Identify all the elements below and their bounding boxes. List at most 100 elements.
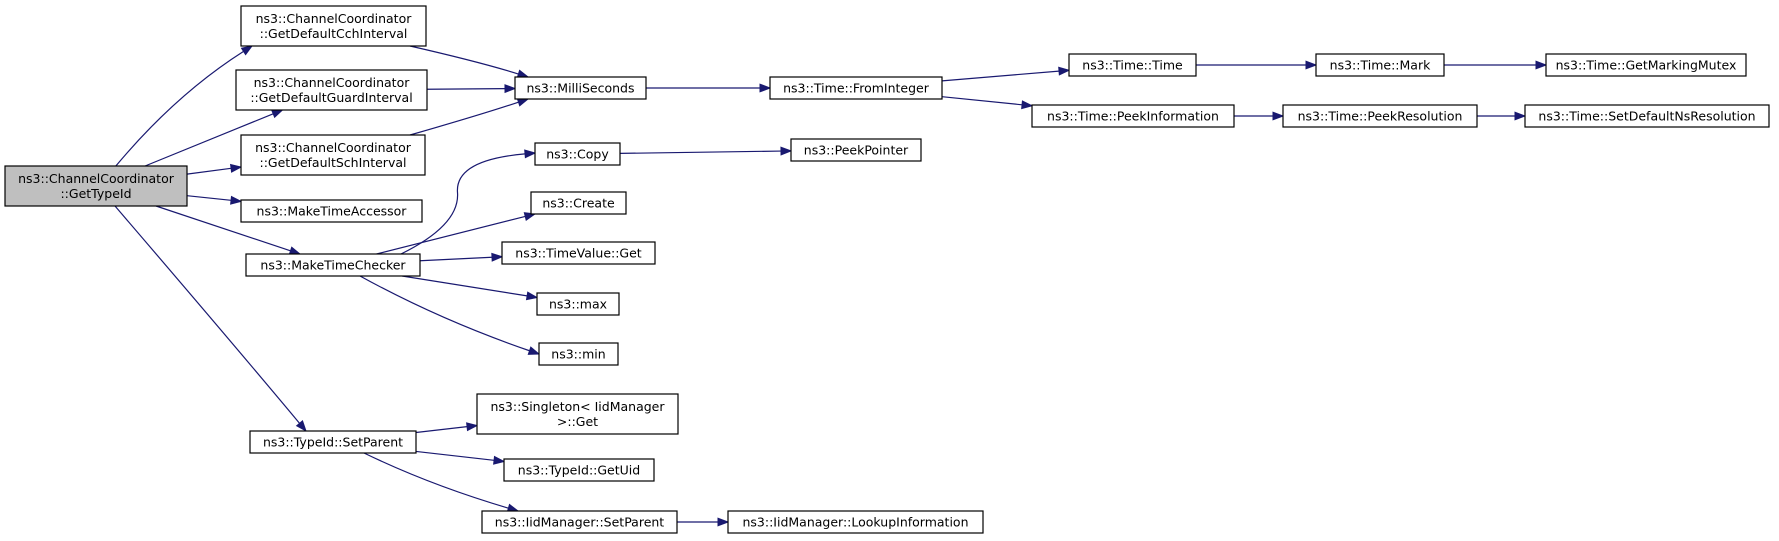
node-lookup[interactable]: ns3::IidManager::LookupInformation (727, 510, 984, 534)
node-min[interactable]: ns3::min (538, 342, 619, 366)
arrowhead (523, 212, 537, 221)
arrowhead (271, 109, 284, 119)
node-label: ns3::PeekPointer (804, 143, 909, 158)
node-box[interactable] (727, 510, 984, 534)
edge-line (114, 50, 244, 168)
node-getuid[interactable]: ns3::TypeId::GetUid (503, 458, 655, 482)
edge-mtc-to-copy (400, 149, 537, 255)
edge-line (409, 45, 519, 75)
node-singleton[interactable]: ns3::Singleton< IidManager>::Get (476, 393, 679, 435)
edge-line (426, 88, 506, 90)
node-box[interactable] (503, 458, 655, 482)
edge-line (155, 205, 291, 252)
edge-mtc-to-tvget (419, 252, 504, 262)
node-setparent[interactable]: ns3::TypeId::SetParent (249, 430, 417, 454)
node-box[interactable] (769, 76, 943, 100)
node-root[interactable]: ns3::ChannelCoordinator::GetTypeId (4, 165, 188, 207)
node-box[interactable] (249, 430, 417, 454)
node-box[interactable] (1282, 104, 1478, 128)
edge-mtc-to-min (359, 275, 541, 355)
node-box[interactable] (1315, 53, 1445, 77)
node-box[interactable] (514, 76, 647, 100)
edge-root-to-mta (186, 195, 243, 205)
node-label: ns3::TypeId::SetParent (263, 435, 403, 450)
node-label: ns3::Singleton< IidManager (490, 399, 665, 414)
node-box[interactable] (538, 342, 619, 366)
node-time[interactable]: ns3::Time::Time (1068, 53, 1197, 77)
edge-line (400, 153, 526, 255)
node-mta[interactable]: ns3::MakeTimeAccessor (240, 199, 423, 223)
node-peekptr[interactable]: ns3::PeekPointer (790, 138, 922, 162)
node-max[interactable]: ns3::max (536, 292, 620, 316)
edge-ms-to-fromint (646, 83, 772, 93)
node-label: ns3::ChannelCoordinator (255, 140, 412, 155)
node-label: ::GetDefaultSchInterval (260, 155, 407, 170)
edge-cch-to-ms (409, 45, 530, 79)
node-setdef[interactable]: ns3::Time::SetDefaultNsResolution (1524, 104, 1770, 128)
node-fromint[interactable]: ns3::Time::FromInteger (769, 76, 943, 100)
node-tvget[interactable]: ns3::TimeValue::Get (501, 241, 656, 265)
node-copy[interactable]: ns3::Copy (534, 142, 621, 166)
node-box[interactable] (240, 5, 427, 47)
edge-line (619, 150, 782, 154)
arrowhead (759, 83, 772, 93)
node-label: >::Get (557, 414, 598, 429)
node-box[interactable] (245, 253, 421, 277)
node-box[interactable] (240, 199, 423, 223)
node-box[interactable] (235, 69, 428, 111)
node-label: ns3::Time::GetMarkingMutex (1556, 58, 1737, 73)
node-cch[interactable]: ns3::ChannelCoordinator::GetDefaultCchIn… (240, 5, 427, 47)
node-box[interactable] (1524, 104, 1770, 128)
node-box[interactable] (534, 142, 621, 166)
node-box[interactable] (790, 138, 922, 162)
arrowhead (491, 252, 504, 262)
node-label: ns3::IidManager::SetParent (495, 515, 665, 530)
node-ms[interactable]: ns3::MilliSeconds (514, 76, 647, 100)
node-label: ::GetDefaultCchInterval (260, 26, 408, 41)
edge-mark-to-mutex (1444, 60, 1548, 70)
node-label: ns3::MakeTimeChecker (260, 258, 406, 273)
node-box[interactable] (481, 510, 678, 534)
arrowhead (240, 45, 254, 56)
edge-line (941, 96, 1023, 106)
node-box[interactable] (476, 393, 679, 435)
node-box[interactable] (4, 165, 188, 207)
node-box[interactable] (240, 134, 426, 176)
edge-mtc-to-max (402, 275, 539, 301)
node-label: ns3::ChannelCoordinator (18, 171, 175, 186)
node-box[interactable] (536, 292, 620, 316)
node-guard[interactable]: ns3::ChannelCoordinator::GetDefaultGuard… (235, 69, 428, 111)
edge-line (363, 452, 509, 509)
node-box[interactable] (501, 241, 656, 265)
node-mutex[interactable]: ns3::Time::GetMarkingMutex (1545, 53, 1747, 77)
edge-line (359, 275, 530, 352)
node-label: ns3::TimeValue::Get (515, 246, 642, 261)
edge-root-to-sch (186, 163, 243, 175)
node-mtc[interactable]: ns3::MakeTimeChecker (245, 253, 421, 277)
node-label: ns3::Time::PeekResolution (1298, 109, 1463, 124)
edge-line (415, 450, 495, 461)
node-sch[interactable]: ns3::ChannelCoordinator::GetDefaultSchIn… (240, 134, 426, 176)
node-create[interactable]: ns3::Create (530, 191, 627, 215)
edge-mtc-to-create (376, 212, 537, 255)
arrowhead (466, 422, 479, 432)
arrowhead (288, 246, 302, 255)
node-box[interactable] (1031, 104, 1235, 128)
node-mark[interactable]: ns3::Time::Mark (1315, 53, 1445, 77)
node-label: ns3::MilliSeconds (526, 81, 634, 96)
edge-line (941, 70, 1060, 82)
arrowhead (504, 84, 517, 94)
node-box[interactable] (1068, 53, 1197, 77)
edge-line (186, 195, 232, 201)
edge-line (419, 256, 493, 262)
edge-line (402, 275, 528, 297)
node-box[interactable] (1545, 53, 1747, 77)
node-peekinfo[interactable]: ns3::Time::PeekInformation (1031, 104, 1235, 128)
edges-layer (114, 45, 1548, 527)
arrowhead (516, 98, 530, 107)
node-iidset[interactable]: ns3::IidManager::SetParent (481, 510, 678, 534)
arrowhead (1058, 66, 1071, 76)
edge-copy-to-peekptr (619, 146, 793, 156)
node-peekres[interactable]: ns3::Time::PeekResolution (1282, 104, 1478, 128)
node-box[interactable] (530, 191, 627, 215)
